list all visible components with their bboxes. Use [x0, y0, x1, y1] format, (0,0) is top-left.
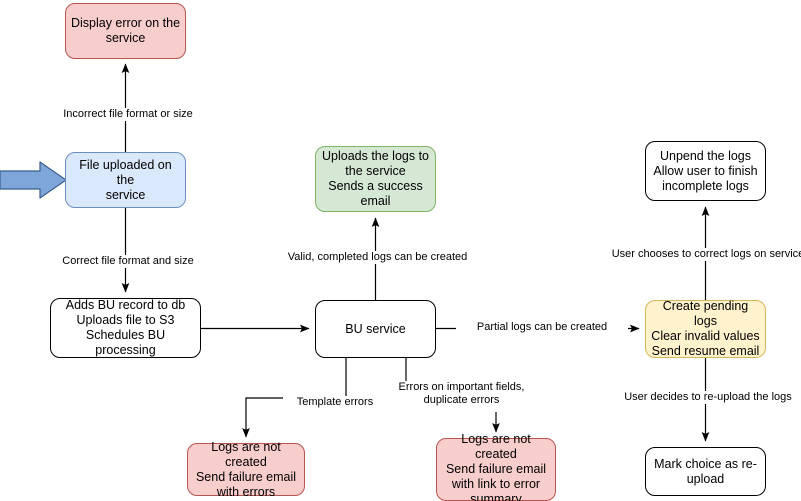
node-create-pending-logs[interactable]: Create pending logs Clear invalid values…: [645, 299, 766, 358]
edge-label-important-field-errors: Errors on important fields, duplicate er…: [387, 381, 536, 407]
external-input-arrow: [0, 160, 70, 205]
node-uploads-logs[interactable]: Uploads the logs to the service Sends a …: [315, 146, 436, 212]
edge-label-user-chooses-correct: User chooses to correct logs on service: [601, 248, 801, 261]
node-adds-bu-record[interactable]: Adds BU record to db Uploads file to S3 …: [50, 298, 201, 358]
node-mark-choice-reupload[interactable]: Mark choice as re- upload: [645, 447, 766, 496]
edge-label-incorrect-file-format: Incorrect file format or size: [45, 108, 211, 121]
edge-label-template-errors: Template errors: [283, 396, 387, 409]
edge-label-valid-completed-logs: Valid, completed logs can be created: [268, 251, 487, 264]
edge-label-user-decides-reupload: User decides to re-upload the logs: [608, 391, 801, 404]
node-logs-not-created-summary[interactable]: Logs are not created Send failure email …: [436, 432, 556, 501]
node-logs-not-created-errors[interactable]: Logs are not created Send failure email …: [187, 440, 305, 499]
node-file-uploaded[interactable]: File uploaded on the service: [65, 152, 186, 208]
edge-label-correct-file-format: Correct file format and size: [45, 255, 211, 268]
edge-label-partial-logs: Partial logs can be created: [456, 321, 628, 334]
node-unpend-logs[interactable]: Unpend the logs Allow user to finish inc…: [645, 141, 766, 201]
node-bu-service[interactable]: BU service: [315, 300, 436, 358]
node-display-error[interactable]: Display error on the service: [65, 3, 186, 59]
